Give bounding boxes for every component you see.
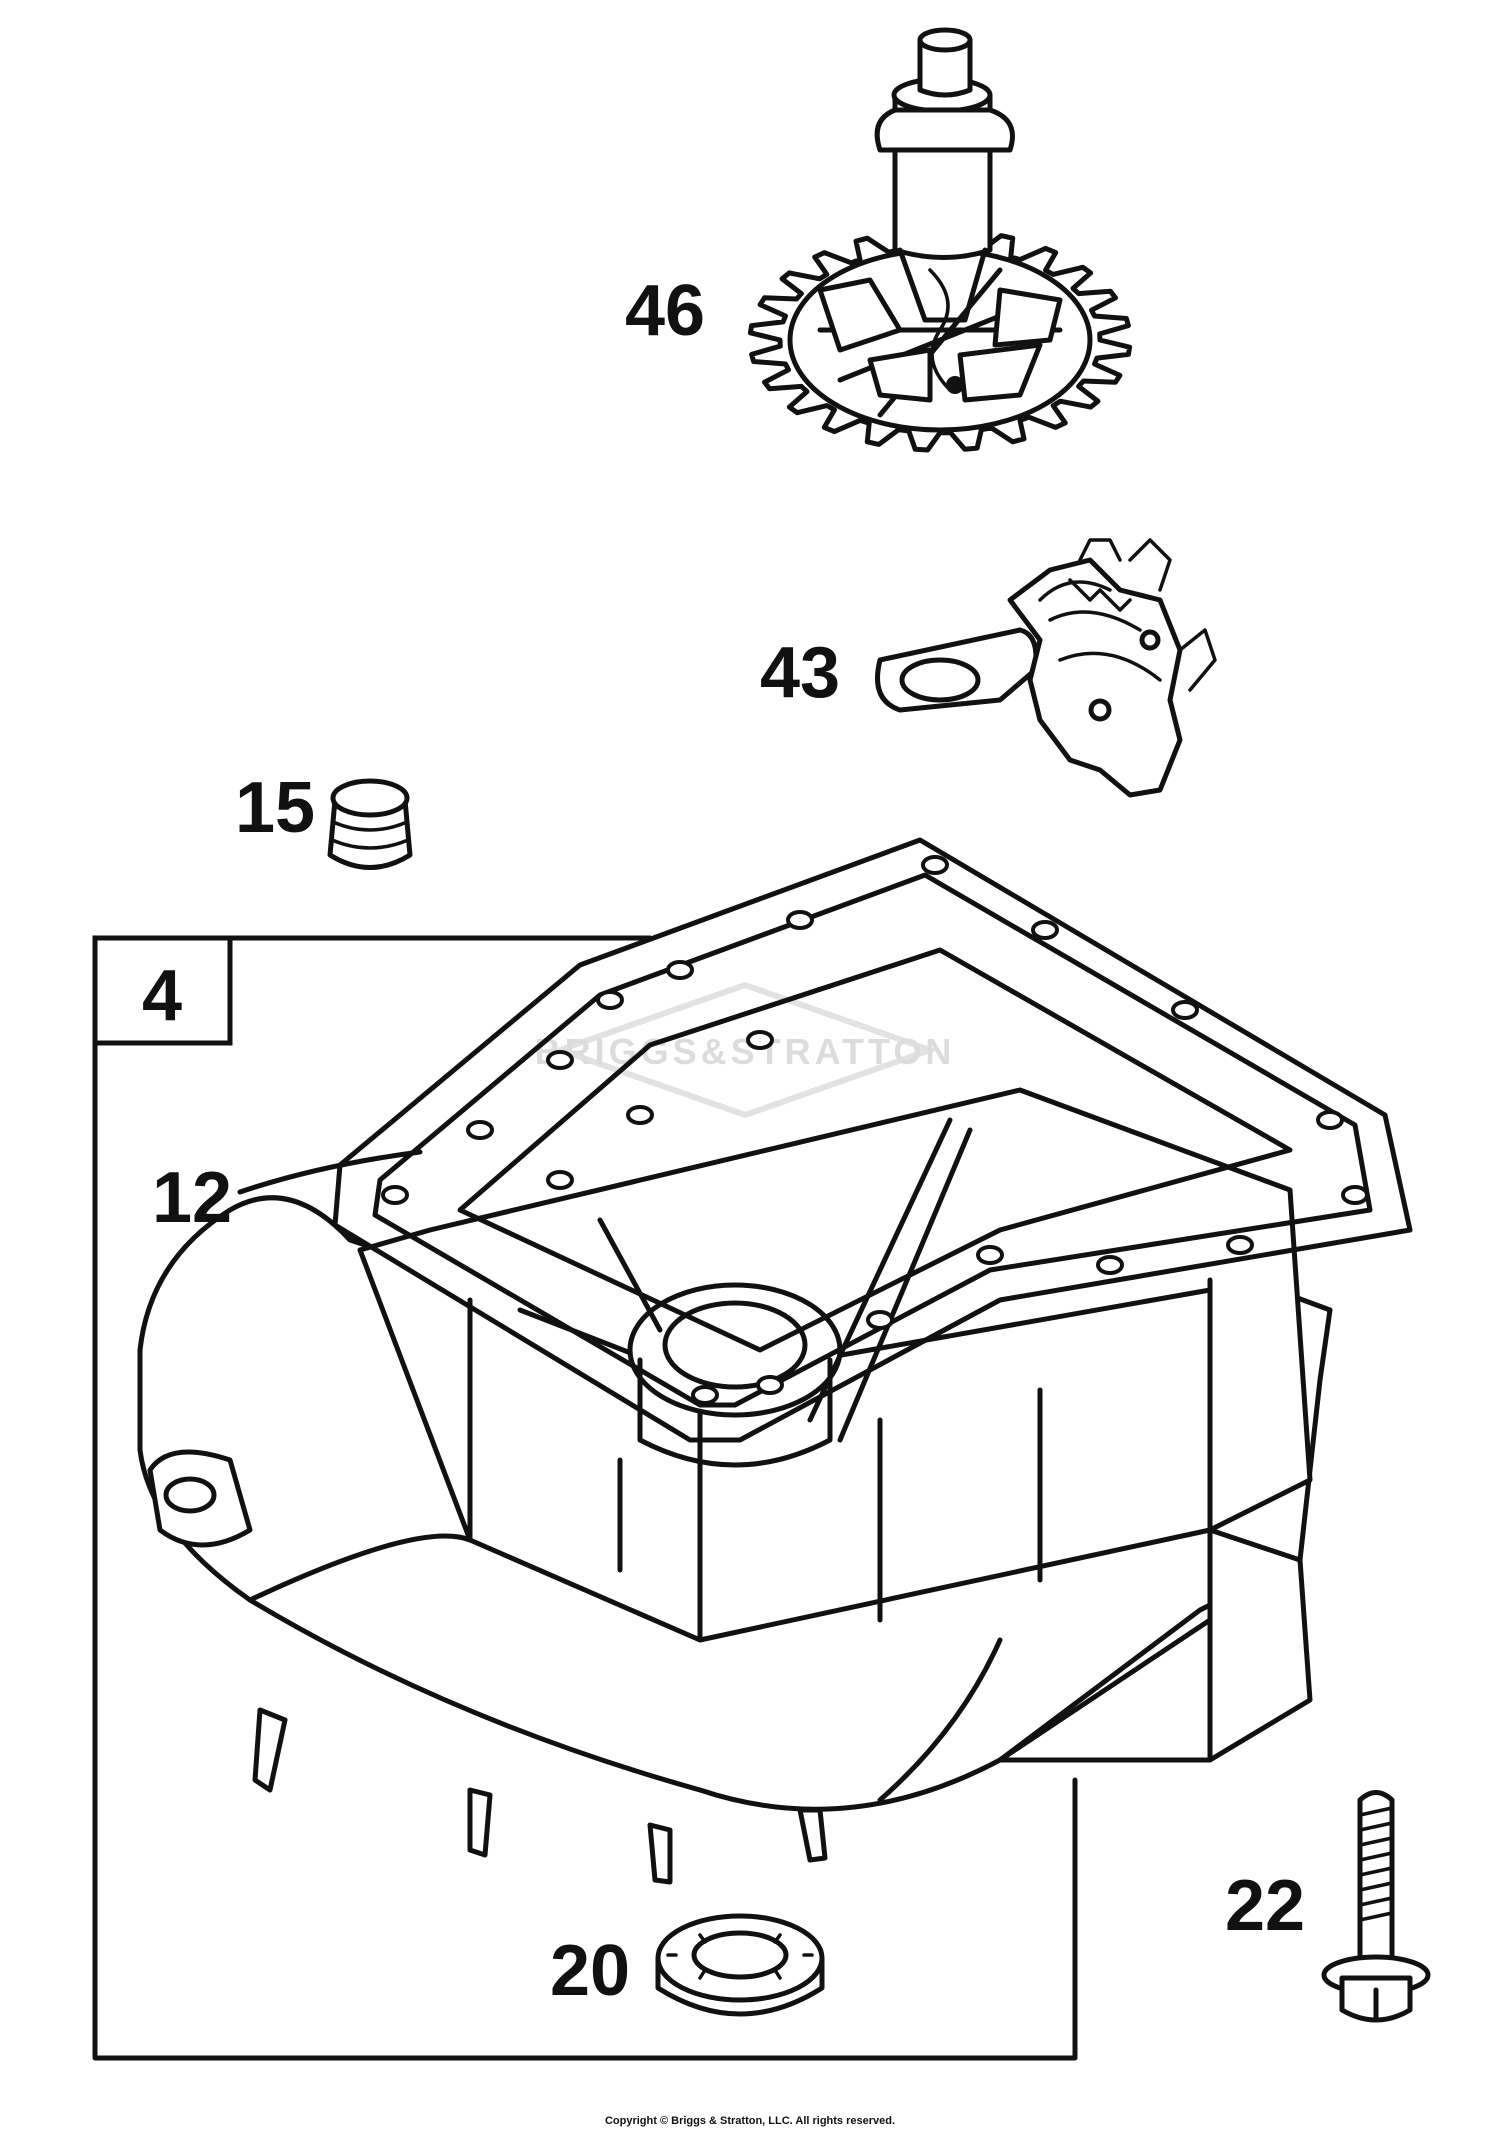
gasket-bolt-hole [691,1385,719,1405]
callout-15: 15 [235,768,315,848]
gasket-bolt-hole [466,1120,494,1140]
kit-4-boundary [92,935,1078,2061]
kit-4-label-box [92,935,233,1046]
gasket-bolt-hole [921,855,949,875]
gasket-bolt-hole [546,1170,574,1190]
gasket-bolt-hole [1031,920,1059,940]
gasket-bolt-hole [546,1050,574,1070]
gasket-bolt-hole [626,1105,654,1125]
gasket-bolt-hole [746,1030,774,1050]
part-15-plug [327,778,413,870]
gasket-bolt-hole [976,1245,1004,1265]
part-12-gasket [332,837,1413,1443]
leader-line-12 [237,1149,423,1195]
callout-labels: 46 43 15 4 12 22 20 [142,271,1305,2011]
watermark-text: BRIGGS&STRATTON [535,1031,956,1072]
callout-22: 22 [1225,1866,1305,1946]
gasket-bolt-hole [1316,1110,1344,1130]
gasket-bolt-hole [866,1310,894,1330]
copyright-notice: Copyright © Briggs & Stratton, LLC. All … [605,2115,895,2127]
part-43-governor-assembly [875,538,1217,798]
gasket-bolt-hole [596,990,624,1010]
callout-46: 46 [625,271,705,351]
brand-watermark: BRIGGS&STRATTON [535,981,956,1119]
callout-43: 43 [760,633,840,713]
callout-12: 12 [152,1158,232,1238]
part-4-sump-cover [137,1087,1333,1885]
part-22-bolt [1321,1790,1431,2023]
callout-20: 20 [550,1931,630,2011]
gasket-bolt-hole [756,1375,784,1395]
gasket-bolt-hole [381,1185,409,1205]
gasket-bolt-hole [1171,1000,1199,1020]
gasket-bolt-hole [1226,1235,1254,1255]
gasket-bolt-hole [786,910,814,930]
gasket-bolt-hole [1096,1255,1124,1275]
callout-4: 4 [142,956,182,1036]
gasket-bolt-hole [666,960,694,980]
gasket-bolt-hole [1341,1185,1369,1205]
part-20-oil-seal [655,1913,825,2017]
part-46-cam-gear [747,27,1133,453]
